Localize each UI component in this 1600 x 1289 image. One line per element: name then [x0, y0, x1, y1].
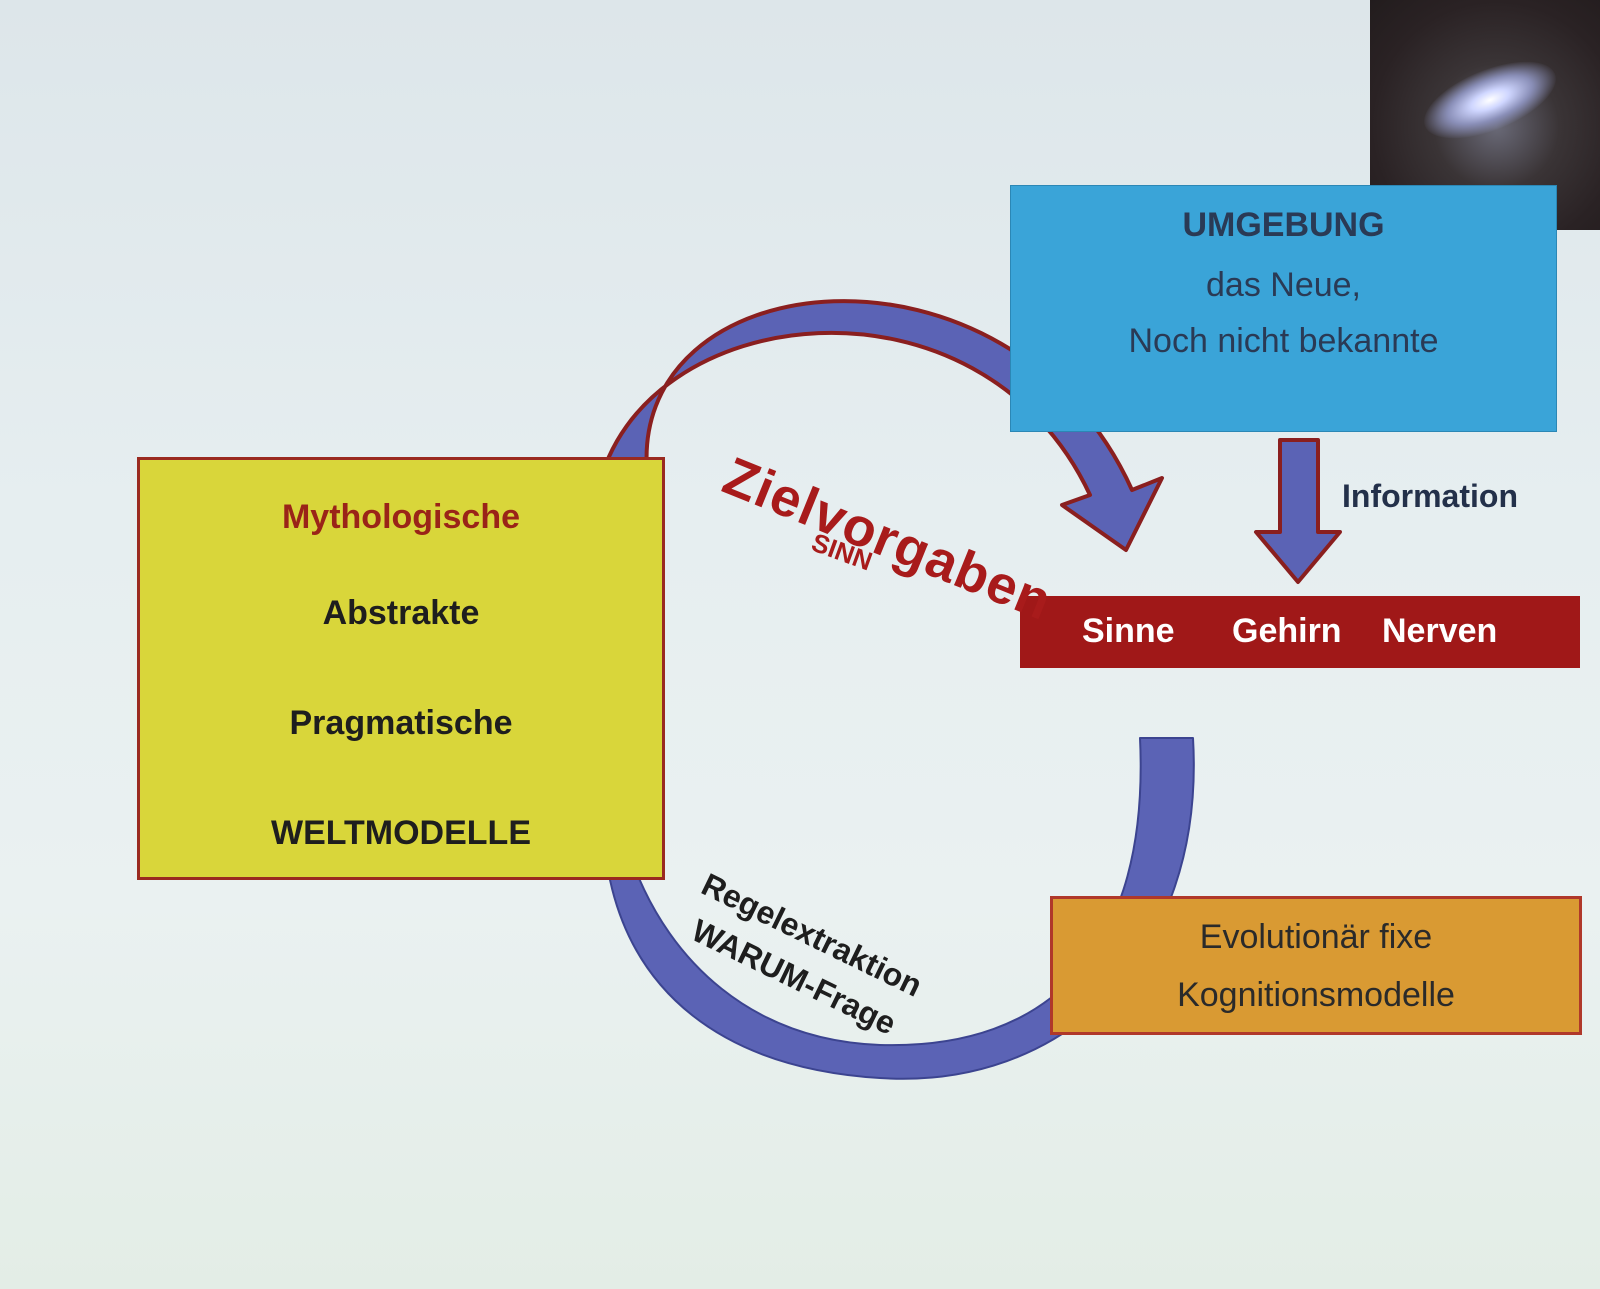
information-label: Information: [1342, 478, 1518, 514]
evolution-line1: Evolutionär fixe: [1199, 917, 1433, 956]
umgebung-line2: Noch nicht bekannte: [1128, 322, 1439, 360]
umgebung-box: UMGEBUNG das Neue, Noch nicht bekannte: [1010, 185, 1557, 432]
down-arrow-icon: [1254, 438, 1342, 584]
sinne-gehirn-nerven-bar: Sinne Gehirn Nerven: [1020, 596, 1580, 668]
gehirn-label: Gehirn: [1232, 612, 1342, 650]
evolution-box: Evolutionär fixe Kognitionsmodelle: [1050, 896, 1582, 1035]
nerven-label: Nerven: [1382, 612, 1498, 650]
umgebung-line1: das Neue,: [1206, 266, 1361, 304]
pragmatische-label: Pragmatische: [289, 704, 513, 742]
weltmodelle-box: Mythologische Abstrakte Pragmatische WEL…: [137, 457, 665, 880]
abstrakte-label: Abstrakte: [322, 594, 480, 632]
umgebung-title: UMGEBUNG: [1182, 206, 1385, 244]
sinne-label: Sinne: [1082, 612, 1175, 650]
mythologische-label: Mythologische: [281, 498, 521, 536]
evolution-line2: Kognitionsmodelle: [1177, 975, 1455, 1014]
weltmodelle-label: WELTMODELLE: [271, 814, 531, 852]
